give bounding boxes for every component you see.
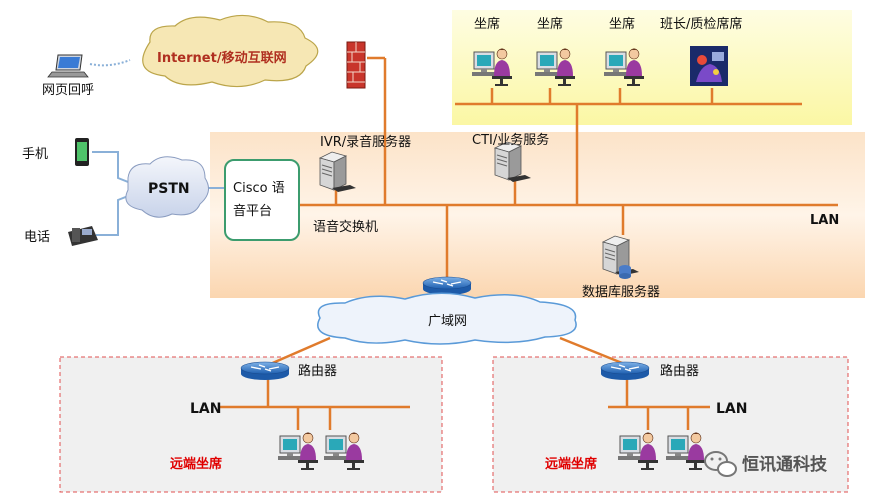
- watermark: 恒讯通科技: [704, 451, 828, 477]
- db-server-label: 数据库服务器: [582, 284, 660, 300]
- connection-lines: [220, 56, 838, 430]
- pstn-cloud: PSTN: [125, 156, 210, 218]
- remote-zone-right: [492, 356, 849, 493]
- lan-right-label: LAN: [716, 401, 747, 417]
- seat1-label: 坐席: [474, 16, 500, 32]
- web-callback-label: 网页回呼: [42, 83, 94, 98]
- remote-zone-left: [59, 356, 443, 493]
- cisco-label-line2: 音平台: [233, 203, 272, 219]
- firewall-icon: [346, 41, 366, 89]
- router-right-icon: [600, 361, 650, 381]
- wan-cloud: 广域网: [317, 292, 577, 345]
- laptop-icon: [47, 54, 89, 78]
- cisco-voice-platform: [224, 159, 300, 241]
- supervisor-label: 班长/质检席席: [660, 16, 742, 32]
- seat3-label: 坐席: [609, 16, 635, 32]
- voice-switch-label: 语音交换机: [313, 219, 378, 235]
- call-center-zone: [210, 132, 865, 298]
- router-left-icon: [240, 361, 290, 381]
- router-left-label: 路由器: [298, 363, 337, 379]
- desk-phone-icon: [68, 226, 98, 246]
- watermark-text: 恒讯通科技: [742, 454, 828, 475]
- seat-zone: [452, 10, 852, 125]
- core-router-icon: [422, 276, 472, 296]
- remote-right-label: 远端坐席: [545, 456, 597, 472]
- internet-cloud: Internet/移动互联网: [142, 14, 319, 88]
- mobile-phone-icon: [75, 138, 89, 166]
- remote-left-label: 远端坐席: [170, 456, 222, 472]
- mobile-label: 手机: [22, 147, 48, 162]
- pstn-label: PSTN: [148, 181, 190, 197]
- cti-label: CTI/业务服务: [472, 132, 549, 148]
- database-server-icon: [602, 235, 640, 279]
- ivr-label: IVR/录音服务器: [320, 134, 411, 150]
- wechat-icon: [704, 451, 737, 477]
- phone-lines: [89, 59, 225, 236]
- router-right-label: 路由器: [660, 363, 699, 379]
- seat2-label: 坐席: [537, 16, 563, 32]
- lan-main-label: LAN: [810, 213, 839, 228]
- internet-label: Internet/移动互联网: [157, 50, 287, 66]
- phone-label: 电话: [24, 230, 50, 245]
- supervisor-icon: [690, 46, 728, 86]
- wan-label: 广域网: [428, 314, 467, 329]
- lan-left-label: LAN: [190, 401, 221, 417]
- cisco-label-line1: Cisco 语: [233, 181, 285, 196]
